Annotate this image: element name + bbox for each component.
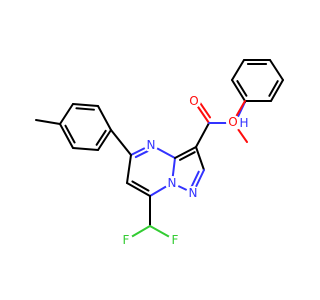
atom-background (165, 176, 179, 190)
atom-o-carbonyl: O (187, 94, 201, 108)
bond-t4-c5 (110, 129, 132, 156)
bond-c3a-c3 (174, 146, 197, 159)
atom-background (187, 94, 201, 108)
atom-background (168, 233, 182, 247)
bond-c6-c5 (126, 154, 132, 184)
bond-c7-c6 (131, 180, 150, 192)
bond-a6-a1 (231, 79, 246, 102)
bond-t6-t1 (64, 124, 76, 144)
bond-c2-n1 (190, 170, 200, 189)
bond-a1-a2 (231, 59, 245, 81)
bond-cc-oc (198, 101, 212, 119)
atom-label: O (189, 94, 198, 108)
bond-t2-t3 (75, 107, 95, 111)
atom-background (186, 186, 200, 200)
structure-canvas: NHOONNNFF (35, 59, 284, 247)
bond-a4-a5 (268, 80, 279, 97)
atom-label: F (172, 233, 179, 247)
atom-n-pyrimidine: N (144, 138, 158, 152)
bond-c5-n4 (134, 149, 151, 159)
bond-c3-cc (195, 122, 210, 148)
bond-t2-t3 (72, 103, 99, 107)
bond-t5-t6 (72, 147, 99, 151)
bond-c3-c2 (195, 146, 205, 171)
atom-label: N (168, 176, 177, 190)
bond-t3-t4 (97, 105, 112, 131)
bond-t4-t5 (97, 129, 112, 151)
atom-n-bridge: N (165, 176, 179, 190)
atom-f-left: F (119, 233, 133, 247)
bond-t6-t1 (59, 123, 74, 149)
atom-f-right: F (168, 233, 182, 247)
atom-label: O (228, 115, 237, 129)
molecule-diagram: NHOONNNFF (35, 59, 284, 247)
bond-a4-a5 (270, 79, 284, 102)
atom-o-methoxy: O (226, 115, 240, 129)
bond-c7-c6 (126, 182, 151, 197)
atom-background (226, 115, 240, 129)
bond-c3a-c3 (179, 151, 196, 161)
bond-t1-t2 (59, 103, 74, 125)
bond-layer (35, 59, 284, 241)
bond-t4-t5 (95, 129, 107, 146)
atom-n-pyrazole: N (186, 186, 200, 200)
atom-background (119, 233, 133, 247)
atom-background (237, 116, 251, 130)
atom-label: N (147, 138, 156, 152)
bond-a3-a4 (269, 59, 284, 81)
atom-background (144, 138, 158, 152)
atom-label: N (189, 186, 198, 200)
bond-a6-a1 (236, 80, 248, 97)
bond-me-t1 (35, 119, 61, 125)
atom-label: H (239, 116, 248, 130)
atom-h-amide: H (237, 116, 251, 130)
atom-layer: NHOONNNFF (119, 94, 251, 247)
atom-label: F (123, 233, 130, 247)
